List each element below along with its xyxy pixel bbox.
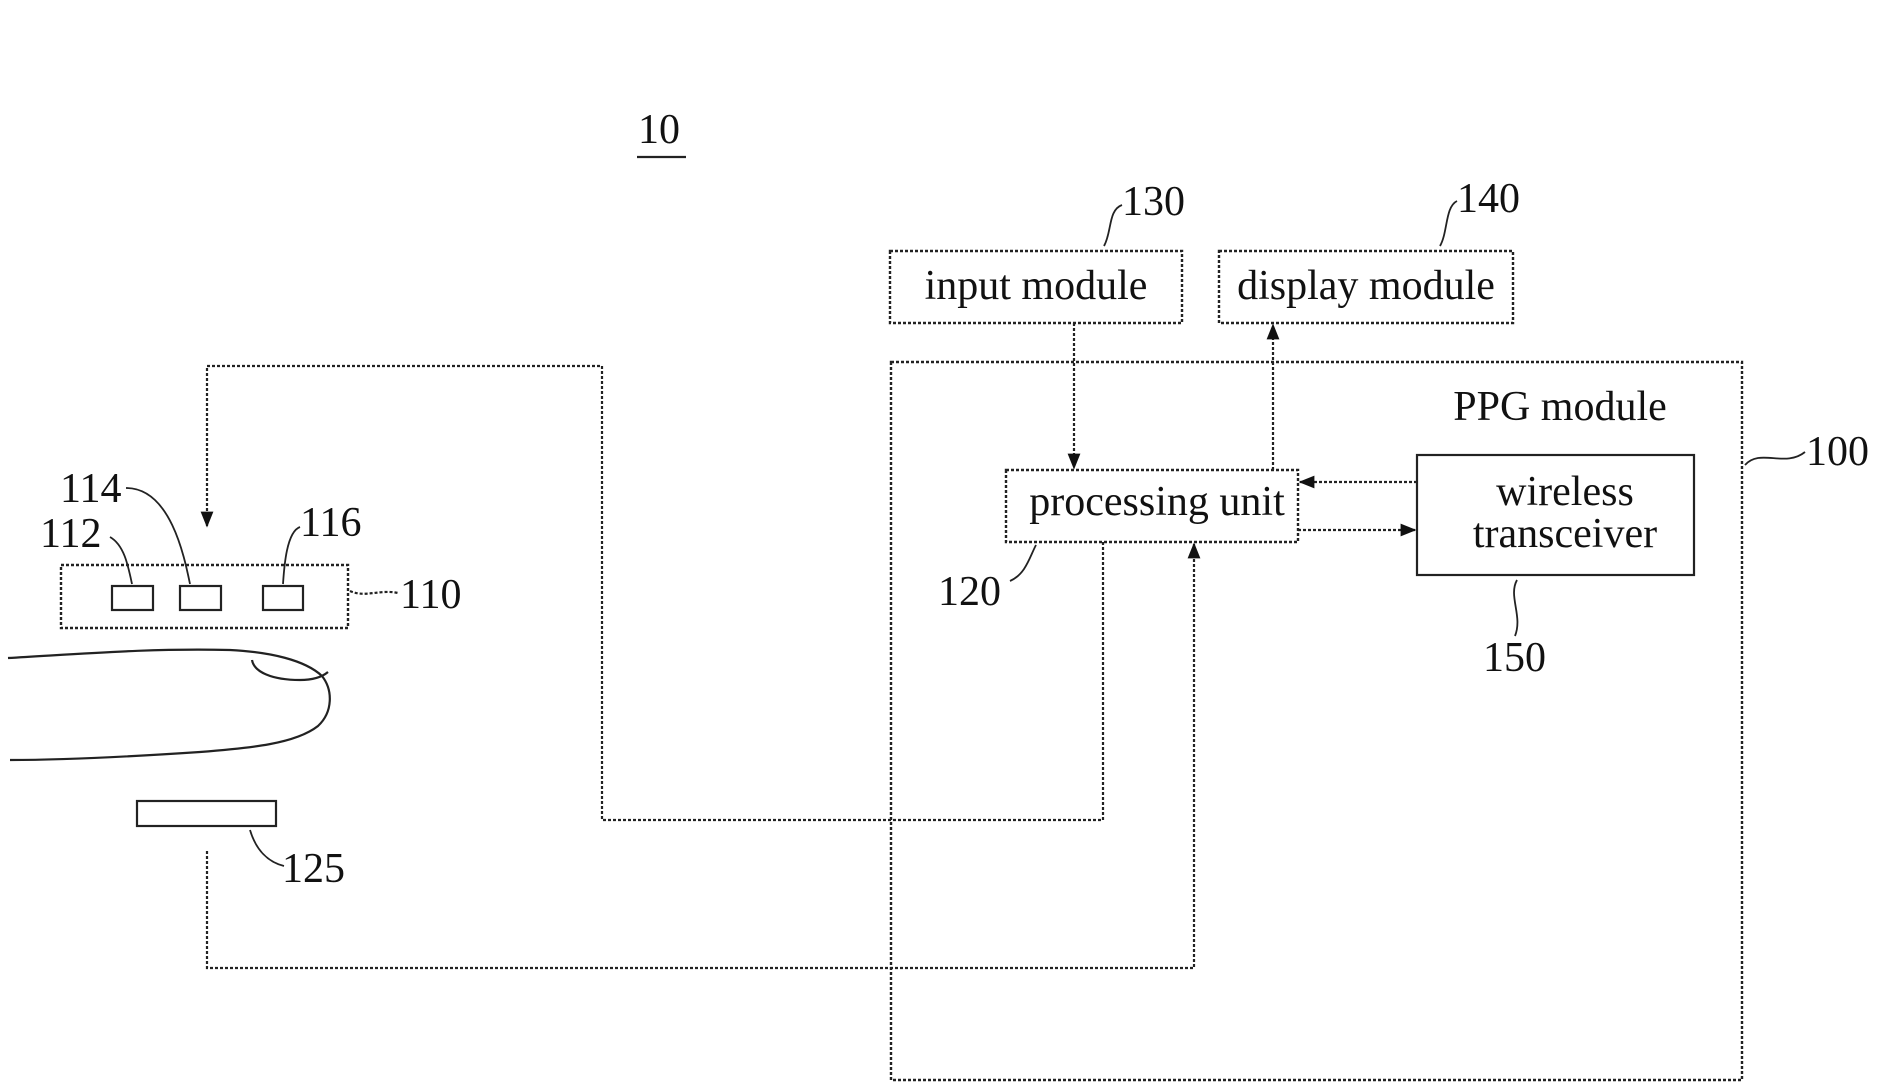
light-source-116 [263, 586, 303, 610]
wire-detector-to-processing [207, 544, 1194, 968]
input-module-label: input module [925, 263, 1148, 309]
light-source-114 [180, 586, 221, 610]
finger-outline [8, 650, 330, 760]
ref-100-leader [1745, 452, 1805, 465]
sensor-assembly-box [61, 565, 348, 628]
ref-112: 112 [40, 511, 101, 557]
ref-112-leader [110, 537, 132, 584]
wireless-transceiver-label-line1: wireless [1496, 469, 1634, 515]
fingernail-outline [252, 660, 328, 680]
ref-120-leader [1010, 545, 1036, 581]
ref-114-leader [126, 488, 190, 584]
display-module-label: display module [1237, 263, 1495, 309]
ref-116: 116 [300, 500, 361, 546]
ref-114: 114 [60, 466, 121, 512]
ref-110-leader [350, 591, 398, 594]
ref-150: 150 [1483, 635, 1546, 681]
ref-130-leader [1104, 205, 1122, 246]
ref-10: 10 [638, 107, 680, 153]
ref-116-leader [283, 527, 300, 584]
ref-125: 125 [282, 846, 345, 892]
ref-125-leader [250, 830, 284, 866]
ref-110: 110 [400, 572, 461, 618]
ref-140: 140 [1457, 176, 1520, 222]
light-source-112 [112, 586, 153, 610]
photodetector-125 [137, 801, 276, 826]
ref-120: 120 [938, 569, 1001, 615]
wireless-transceiver-label-line2: transceiver [1473, 511, 1657, 557]
ppg-module-label: PPG module [1453, 384, 1667, 430]
ref-140-leader [1440, 201, 1457, 246]
ref-100: 100 [1806, 429, 1869, 475]
ref-150-leader [1514, 580, 1517, 636]
processing-unit-label: processing unit [1029, 479, 1285, 525]
ref-130: 130 [1122, 179, 1185, 225]
